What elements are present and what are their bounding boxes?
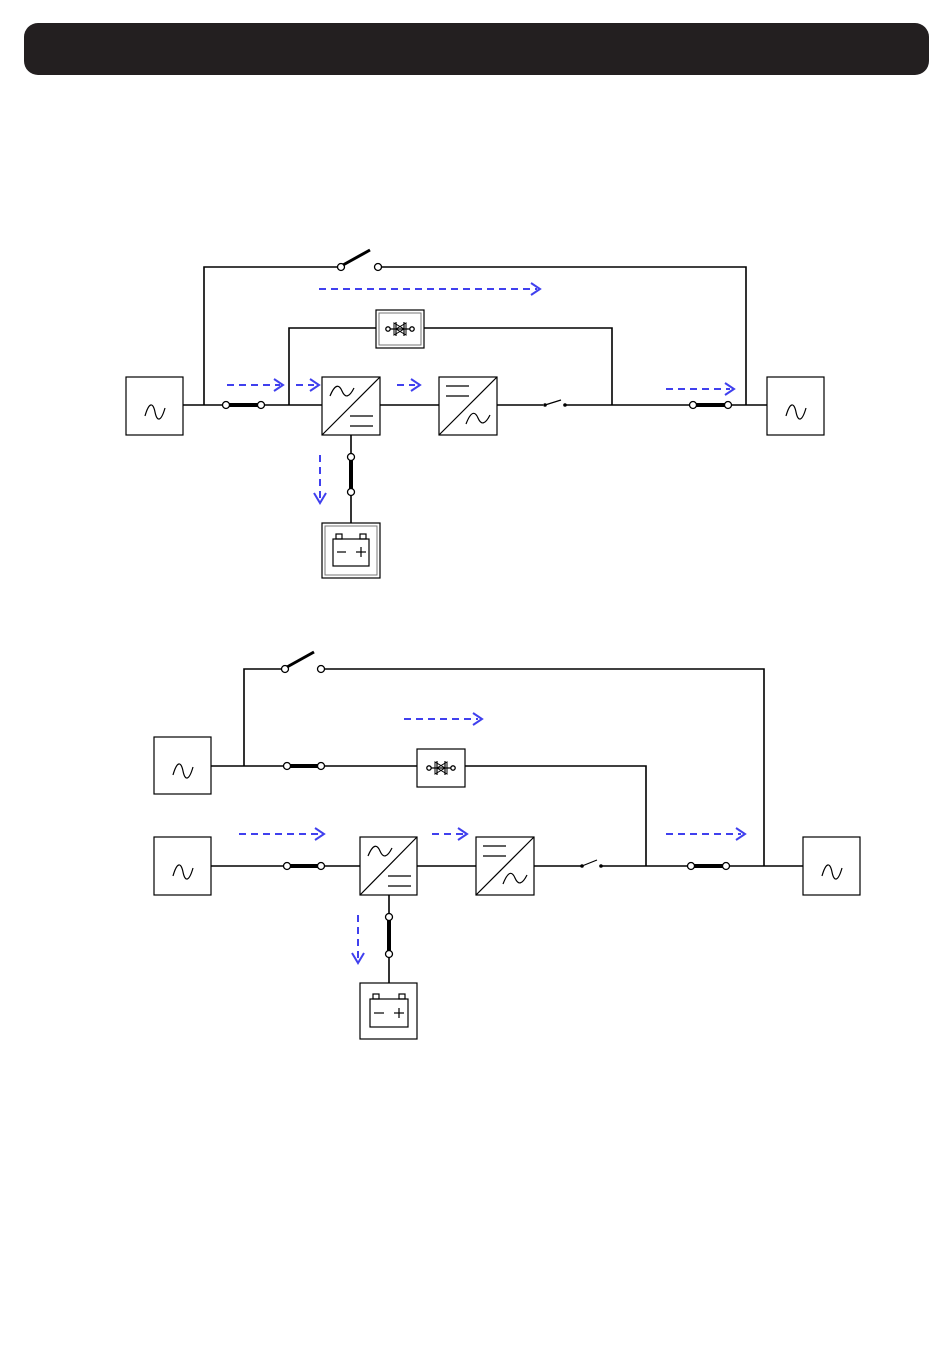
output-flow-arrow (666, 383, 734, 395)
ac-input-source (126, 377, 183, 435)
battery-breaker[interactable] (386, 914, 393, 958)
static-bypass-switch (417, 749, 465, 787)
output-flow-arrow (666, 828, 745, 840)
ac-bypass-source (154, 737, 211, 794)
battery (322, 523, 380, 578)
battery-charge-flow-arrow (314, 455, 326, 503)
static-bypass-switch (376, 310, 424, 348)
diagram2-wiring (211, 669, 803, 983)
inverter (476, 837, 534, 895)
inverter-flow-arrow (432, 828, 467, 840)
input-breaker[interactable] (284, 863, 325, 870)
ac-output-load (767, 377, 824, 435)
input-flow-arrow (227, 379, 283, 391)
rectifier (360, 837, 417, 895)
ac-output-load (803, 837, 860, 895)
single-input-diagram (126, 250, 824, 578)
dual-input-diagram (154, 652, 860, 1039)
battery-charge-flow-arrow (352, 915, 364, 963)
input-breaker[interactable] (223, 402, 265, 409)
inverter-output-switch[interactable] (543, 400, 567, 407)
rectifier-flow-arrow (296, 379, 319, 391)
inverter-flow-arrow (397, 379, 420, 391)
output-breaker[interactable] (688, 863, 730, 870)
battery (360, 983, 417, 1039)
bypass-flow-arrow (319, 283, 540, 295)
inverter-output-switch[interactable] (580, 860, 603, 868)
input-flow-arrow (239, 828, 324, 840)
rectifier (322, 377, 380, 435)
bypass-flow-arrow (404, 713, 482, 725)
manual-bypass-switch[interactable] (338, 250, 382, 271)
inverter (439, 377, 497, 435)
bypass-breaker[interactable] (284, 763, 325, 770)
output-breaker[interactable] (690, 402, 732, 409)
manual-bypass-switch[interactable] (282, 652, 325, 673)
battery-breaker[interactable] (348, 454, 355, 496)
ac-main-source (154, 837, 211, 895)
